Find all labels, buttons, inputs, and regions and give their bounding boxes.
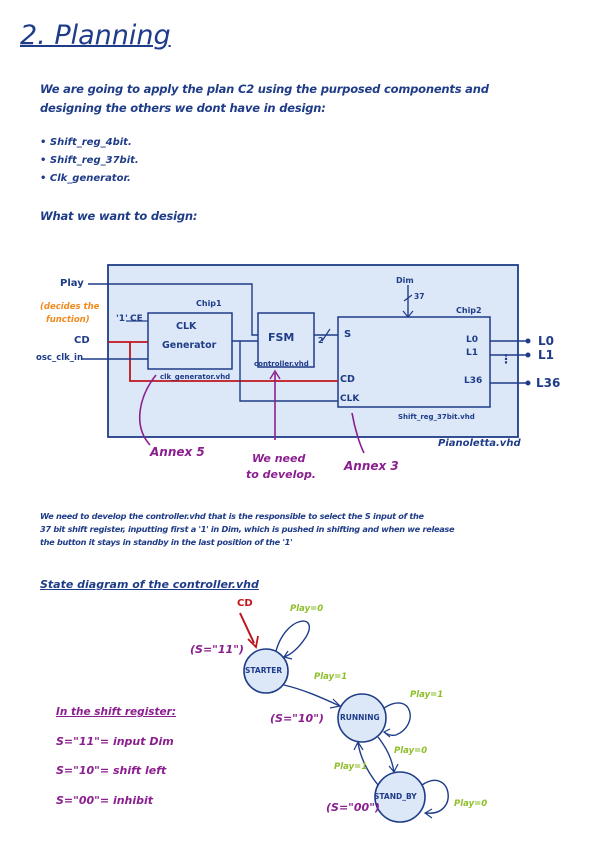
develop-label-2: to develop. [246, 468, 316, 481]
ce-label: CE [130, 314, 143, 324]
s-port-label: S [344, 329, 352, 340]
output-l1: L1 [538, 348, 554, 362]
running-output: (S="10") [270, 712, 324, 725]
design-heading: What we want to design: [40, 209, 198, 223]
standby-output: (S="00") [326, 801, 380, 814]
cd-input-label: CD [74, 335, 90, 346]
annex5-label: Annex 5 [150, 445, 205, 459]
s-bus-width: 2 [318, 336, 324, 345]
state-diagram [239, 612, 449, 823]
legend-item: S="00"= inhibit [56, 794, 154, 807]
port-l1: L1 [466, 348, 478, 358]
clk-port-label: CLK [340, 394, 360, 404]
clk-gen-name-2: Generator [162, 340, 217, 351]
bullet-item: • Shift_reg_37bit. [40, 155, 139, 166]
description-line-1: We need to develop the controller.vhd th… [40, 511, 424, 521]
intro-line-2: designing the others we dont have in des… [40, 101, 326, 115]
legend-item: S="10"= shift left [56, 764, 167, 777]
osc-label: osc_clk_in [36, 353, 84, 363]
standby-self-label: Play=0 [454, 799, 488, 809]
running-to-standby-label: Play=0 [394, 746, 428, 756]
standby-name: STAND_BY [374, 792, 417, 801]
standby-to-running-label: Play=1 [334, 762, 368, 772]
cd-wire-to-chip2 [129, 342, 338, 382]
cd-port-label: CD [340, 374, 355, 385]
develop-label-1: We need [252, 452, 306, 465]
function-label: function) [46, 315, 90, 325]
starter-self-label: Play=0 [290, 604, 324, 614]
fsm-file: controller.vhd [254, 360, 309, 368]
block-diagram [82, 264, 531, 454]
bullet-item: • Clk_generator. [40, 173, 131, 184]
output-l36: L36 [536, 376, 561, 390]
legend-title: In the shift register: [56, 706, 177, 718]
dim-width: 37 [414, 292, 425, 301]
output-dots: ⋮ [500, 352, 512, 366]
output-l0: L0 [538, 334, 554, 348]
state-running [337, 693, 387, 743]
reset-label: CD [237, 598, 253, 609]
intro-line-1: We are going to apply the plan C2 using … [40, 82, 489, 96]
state-starter [243, 648, 289, 694]
fsm-label: FSM [268, 331, 295, 344]
running-self-label: Play=1 [410, 690, 444, 700]
starter-to-running-label: Play=1 [314, 672, 348, 682]
state-diagram-heading: State diagram of the controller.vhd [40, 578, 259, 591]
port-l36: L36 [464, 376, 483, 386]
one-label: '1' [116, 314, 128, 324]
clk-wire [239, 341, 338, 402]
starter-output: (S="11") [190, 643, 244, 656]
fsm-block [257, 312, 315, 368]
play-label: Play [60, 278, 84, 289]
description-line-2: 37 bit shift register, inputting first a… [40, 524, 455, 534]
play-wire [88, 283, 258, 336]
port-l0: L0 [466, 335, 478, 345]
annex3-pointer [351, 412, 365, 454]
chip1-label: Chip1 [196, 299, 222, 308]
decides-label: (decides the [40, 302, 100, 312]
top-file-label: Pianoletta.vhd [438, 438, 521, 449]
starter-name: STARTER [245, 666, 283, 675]
chip2-label: Chip2 [456, 306, 482, 315]
description-line-3: the button it stays in standby in the la… [40, 537, 293, 547]
clk-generator-block [147, 312, 233, 370]
legend-item: S="11"= input Dim [56, 735, 174, 748]
annex5-pointer [138, 374, 157, 446]
state-standby [374, 771, 426, 823]
page-title: 2. Planning [20, 20, 171, 51]
shift-register-block [337, 316, 491, 408]
annex3-label: Annex 3 [344, 459, 399, 473]
bullet-item: • Shift_reg_4bit. [40, 137, 132, 148]
dim-label: Dim [396, 276, 414, 285]
running-name: RUNNING [340, 713, 380, 722]
clk-gen-name-1: CLK [176, 321, 197, 332]
chip2-file: Shift_reg_37bit.vhd [398, 413, 475, 421]
chip1-file: clk_generator.vhd [160, 373, 231, 381]
